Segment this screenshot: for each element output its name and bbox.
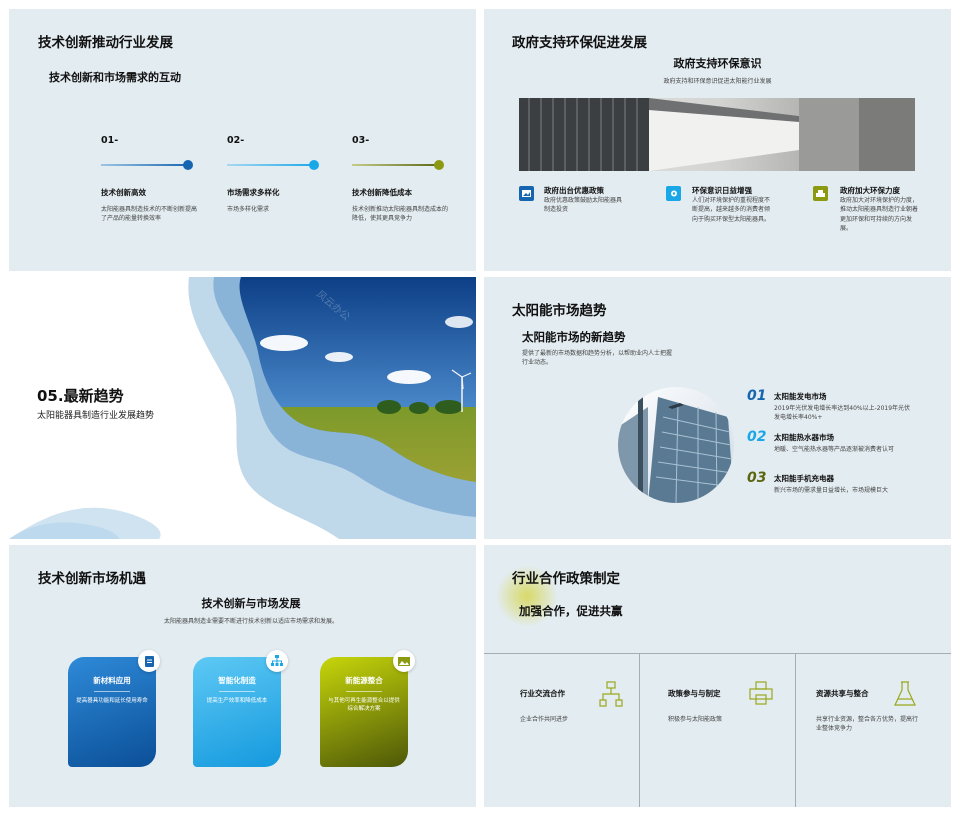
column-text: 共享行业资源，整合各方优势，提高行业整体竞争力 [816, 716, 919, 733]
item-label: 政府加大环保力度 [840, 186, 900, 195]
card-title: 智能化制造 [218, 676, 256, 685]
card-text: 提高生产效率和降低成本 [206, 698, 268, 704]
column-label: 行业交流合作 [520, 689, 565, 698]
card-divider [94, 691, 130, 692]
slide-heading: 太阳能市场的新趋势 [522, 330, 626, 344]
building-photo [519, 98, 915, 171]
column-text: 积极参与太阳能政策 [668, 716, 723, 723]
document-icon [138, 650, 160, 672]
highlight-glow [496, 565, 558, 627]
timeline-line [227, 164, 317, 166]
slide-subtitle: 技术创新和市场需求的互动 [49, 71, 181, 84]
building-photo-circle [618, 387, 734, 503]
item-number: 02 [747, 429, 767, 445]
slide-subheading: 提供了最新的市场数据和趋势分析，以帮助业内人士把握行业动态。 [522, 350, 673, 367]
step-number: 03- [352, 135, 370, 146]
landscape-graphic [9, 277, 476, 539]
step-text: 技术创新推动太阳能器具制造成本的降低，使其更具竞争力 [352, 206, 449, 223]
column-label: 资源共享与整合 [816, 689, 869, 698]
item-text: 政府加大对环境保护的力度，推动太阳能器具制造行业朝着更加环保和可持续的方向发展。 [840, 197, 919, 232]
item-number: 03 [747, 470, 767, 486]
timeline-dot [309, 160, 319, 170]
timeline-dot [434, 160, 444, 170]
step-text: 太阳能器具制造技术的不断创新提高了产品的能量转换效率 [101, 206, 198, 223]
slide-title: 技术创新市场机遇 [38, 571, 146, 587]
step-label: 技术创新高效 [101, 188, 146, 197]
timeline-line [101, 164, 191, 166]
column-divider [639, 653, 640, 807]
card-title: 新能源整合 [345, 676, 383, 685]
location-icon [666, 186, 681, 201]
card-divider [346, 691, 382, 692]
item-label: 太阳能发电市场 [774, 392, 827, 401]
item-number: 01 [747, 388, 767, 404]
slide-subheading: 太阳能器具制造业需要不断进行技术创新以适应市场需求和发展。 [163, 618, 338, 625]
slide-title: 行业合作政策制定 [512, 571, 620, 587]
feature-card[interactable]: 智能化制造 提高生产效率和降低成本 [193, 657, 281, 767]
slide-government-support[interactable]: 政府支持环保促进发展 政府支持环保意识 政府支持和环保意识促进太阳能行业发展 政… [484, 9, 951, 271]
slide-subheading: 政府支持和环保意识促进太阳能行业发展 [663, 78, 772, 85]
image-icon [393, 650, 415, 672]
item-text: 政府优惠政策鼓励太阳能器具制造投资 [544, 197, 623, 214]
item-label: 太阳能热水器市场 [774, 433, 834, 442]
slide-heading: 技术创新与市场发展 [201, 597, 301, 610]
item-label: 太阳能手机充电器 [774, 474, 834, 483]
printer-icon [813, 186, 828, 201]
feature-card[interactable]: 新能源整合 与其他可再生能源整合以提供综合解决方案 [320, 657, 408, 767]
slide-market-trends[interactable]: 太阳能市场趋势 太阳能市场的新趋势 提供了最新的市场数据和趋势分析，以帮助业内人… [484, 277, 951, 539]
slide-tech-innovation[interactable]: 技术创新推动行业发展 技术创新和市场需求的互动 01- 技术创新高效 太阳能器具… [9, 9, 476, 271]
image-icon [519, 186, 534, 201]
step-number: 01- [101, 135, 119, 146]
item-text: 地暖、空气能热水器等产品逐渐被消费者认可 [774, 446, 895, 453]
item-label: 环保意识日益增强 [692, 186, 752, 195]
slide-title: 技术创新推动行业发展 [38, 35, 173, 51]
flask-icon [894, 681, 916, 706]
card-title: 新材料应用 [93, 676, 131, 685]
step-label: 技术创新降低成本 [352, 188, 412, 197]
slide-heading: 加强合作，促进共赢 [519, 604, 623, 618]
item-label: 政府出台优惠政策 [544, 186, 604, 195]
printer-icon [749, 681, 773, 705]
step-number: 02- [227, 135, 245, 146]
top-rule [484, 653, 951, 654]
timeline-dot [183, 160, 193, 170]
slide-section-trends[interactable]: 风云办公 05.最新趋势 太阳能器具制造行业发展趋势 [9, 277, 476, 539]
section-subtitle: 太阳能器具制造行业发展趋势 [37, 411, 155, 421]
slide-cooperation-policy[interactable]: 行业合作政策制定 加强合作，促进共赢 行业交流合作 企业合作共同进步 政策参与与… [484, 545, 951, 807]
column-divider [795, 653, 796, 807]
slide-heading: 政府支持环保意识 [673, 57, 762, 70]
feature-card[interactable]: 新材料应用 提高器具功能和延长使用寿命 [68, 657, 156, 767]
step-text: 市场多样化需求 [227, 206, 270, 213]
flowchart-icon [599, 681, 623, 707]
timeline-line [352, 164, 442, 166]
column-text: 企业合作共同进步 [520, 716, 569, 723]
card-divider [219, 691, 255, 692]
column-label: 政策参与与制定 [668, 689, 721, 698]
step-label: 市场需求多样化 [227, 188, 280, 197]
section-title: 05.最新趋势 [37, 387, 124, 405]
slide-title: 太阳能市场趋势 [512, 303, 607, 319]
slide-title: 政府支持环保促进发展 [512, 35, 647, 51]
card-text: 提高器具功能和延长使用寿命 [76, 698, 148, 704]
item-text: 人们对环境保护的重视程度不断提高，越来越多的消费者倾向于购买环保型太阳能器具。 [692, 197, 771, 223]
item-text: 新兴市场的需求量日益增长，市场规模巨大 [774, 487, 889, 494]
item-text: 2019年光伏发电增长率达到40%以上-2019年光伏发电增长率40%+ [774, 405, 911, 422]
card-text: 与其他可再生能源整合以提供综合解决方案 [328, 698, 400, 713]
network-icon [266, 650, 288, 672]
slide-market-opportunity[interactable]: 技术创新市场机遇 技术创新与市场发展 太阳能器具制造业需要不断进行技术创新以适应… [9, 545, 476, 807]
